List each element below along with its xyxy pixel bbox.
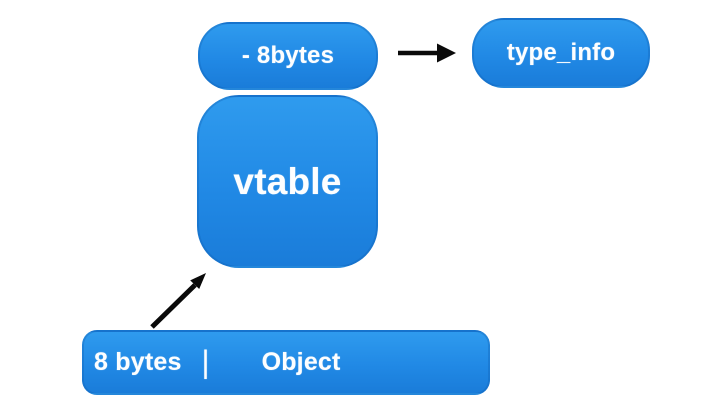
object-size-label: 8 bytes	[94, 348, 182, 376]
object-separator: |	[201, 344, 210, 380]
object-box: 8 bytes | Object	[82, 330, 490, 395]
offset-8bytes-box: - 8bytes	[198, 22, 378, 90]
type-info-box: type_info	[472, 18, 650, 88]
vtable-box: vtable	[197, 95, 378, 268]
arrow-right-icon	[398, 43, 456, 63]
arrow-up-right-icon	[150, 273, 206, 329]
object-label: Object	[261, 348, 341, 376]
type-info-label: type_info	[506, 39, 616, 66]
vtable-label: vtable	[233, 160, 342, 202]
offset-8bytes-label: - 8bytes	[241, 42, 335, 69]
